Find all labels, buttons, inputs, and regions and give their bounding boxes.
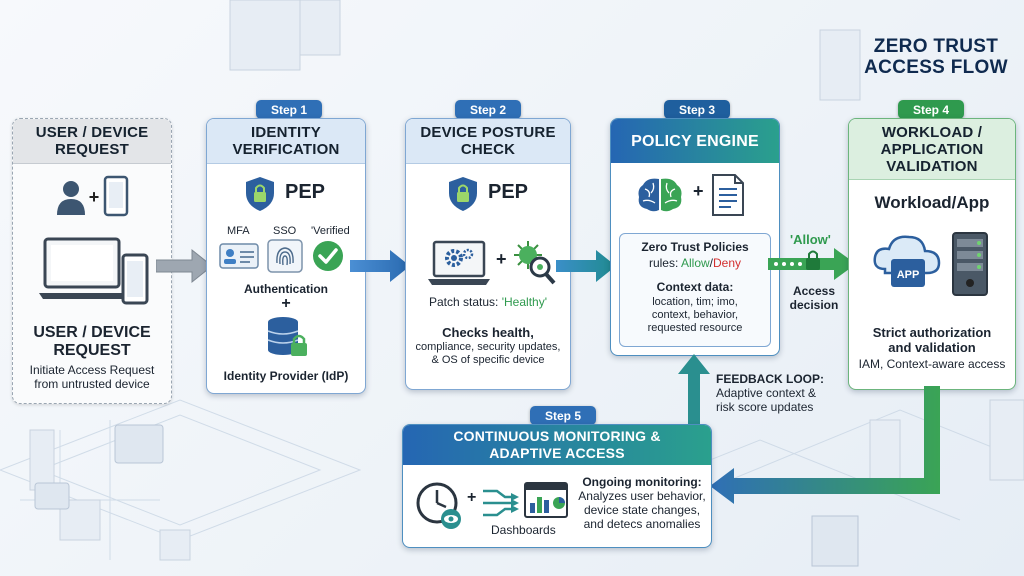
clock-eye-icon — [416, 482, 461, 529]
allow-decision-label: 'Allow' — [790, 232, 831, 247]
laptop-phone-icon — [39, 237, 149, 305]
arrow-device-to-policy — [556, 250, 616, 282]
arrow-user-to-identity — [156, 248, 213, 284]
verified-check-icon — [313, 241, 343, 271]
patch-status: Patch status: 'Healthy' — [429, 295, 547, 309]
arrow-identity-to-device — [350, 250, 410, 282]
step-4-badge: Step 4 — [898, 100, 964, 119]
identity-provider-label: Identity Provider (IdP) — [223, 369, 349, 383]
arrow-policy-to-workload — [768, 248, 856, 280]
data-streams-icon — [483, 489, 519, 517]
pep-label: PEP — [488, 181, 529, 203]
svg-text:+: + — [89, 187, 100, 207]
step-2-badge: Step 2 — [455, 100, 521, 119]
authentication-label: Authentication — [244, 282, 328, 296]
cloud-app-icon: APP — [873, 235, 941, 287]
policy-engine-panel: POLICY ENGINE + Zero Trust Policies rule… — [610, 118, 780, 356]
pep-label: PEP — [285, 181, 326, 203]
laptop-gear-icon — [428, 240, 490, 285]
device-posture-description: compliance, security updates,& OS of spe… — [415, 341, 561, 366]
id-card-icon — [219, 243, 259, 269]
app-label: APP — [897, 269, 920, 281]
database-lock-icon — [267, 317, 307, 356]
zero-trust-policies-box: Zero Trust Policies rules: Allow/Deny Co… — [619, 233, 771, 347]
step-3-badge: Step 3 — [664, 100, 730, 119]
workload-app-title: Workload/App — [874, 193, 990, 212]
server-icon — [952, 232, 988, 296]
feedback-loop-label: FEEDBACK LOOP: Adaptive context & risk s… — [716, 372, 824, 414]
monitoring-header: CONTINUOUS MONITORING &ADAPTIVE ACCESS — [403, 425, 711, 465]
zero-trust-policies-title: Zero Trust Policies — [641, 240, 749, 254]
context-data-list: location, tim; imo,context, behavior,req… — [647, 296, 743, 334]
brain-icon — [638, 178, 682, 212]
monitor-plus: + — [467, 489, 477, 506]
ongoing-monitoring-text: Ongoing monitoring: Analyzes user behavi… — [578, 475, 706, 531]
policy-plus: + — [693, 181, 704, 201]
iam-label: IAM, Context-aware access — [858, 357, 1006, 371]
mfa-label: MFA — [227, 225, 250, 237]
user-phone-icon: + — [57, 175, 129, 217]
shield-lock-icon — [449, 177, 477, 211]
fingerprint-icon — [267, 239, 303, 273]
context-data-title: Context data: — [656, 280, 734, 294]
identity-plus: + — [281, 295, 291, 312]
step-5-badge: Step 5 — [530, 406, 596, 425]
shield-lock-icon — [246, 177, 274, 211]
device-plus: + — [496, 249, 507, 269]
policy-rules: rules: Allow/Deny — [648, 256, 742, 270]
dashboard-icon — [524, 482, 568, 518]
step-1-badge: Step 1 — [256, 100, 322, 119]
virus-magnifier-icon — [514, 241, 556, 285]
dashboards-label: Dashboards — [491, 523, 556, 537]
policy-document-icon — [712, 174, 744, 216]
feedback-return-arrow — [710, 386, 940, 504]
sso-label: SSO — [273, 225, 297, 237]
verified-label: 'Verified — [311, 225, 350, 237]
feedback-up-arrow — [678, 354, 710, 428]
continuous-monitoring-panel: CONTINUOUS MONITORING &ADAPTIVE ACCESS +… — [402, 424, 712, 548]
policy-engine-header: POLICY ENGINE — [611, 119, 779, 163]
checks-health-label: Checks health, — [442, 325, 534, 340]
